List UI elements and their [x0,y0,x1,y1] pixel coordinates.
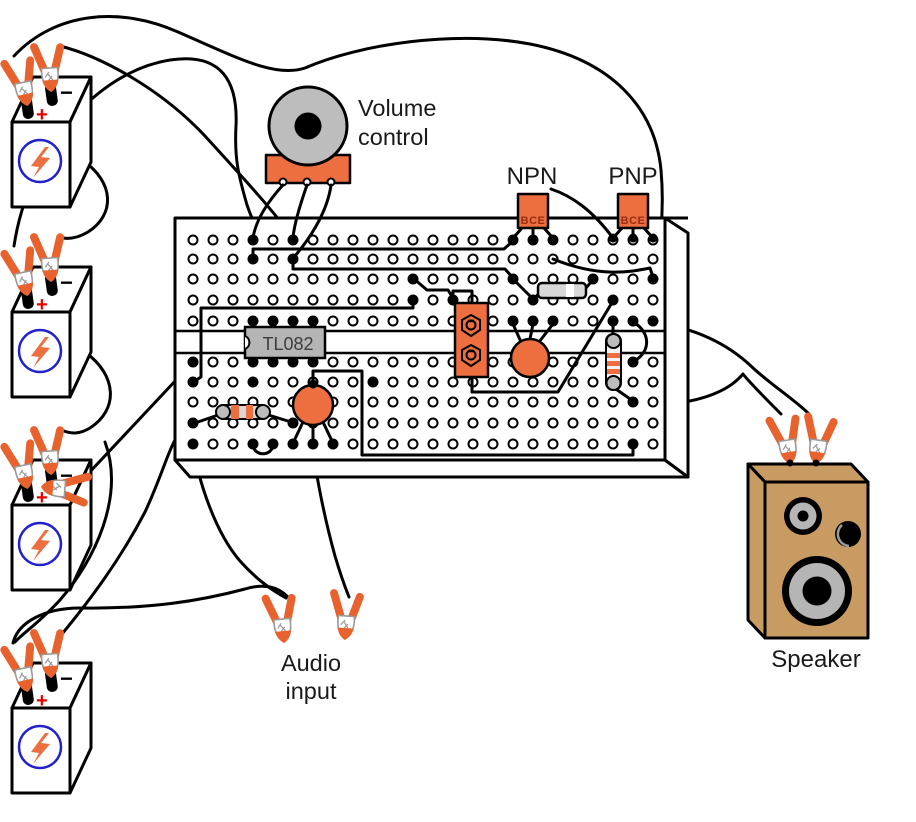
knob-center-icon [294,112,322,140]
labels: Volume control NPN PNP [358,95,658,190]
npn-label: NPN [507,163,558,190]
npn-pins-label: BCE [521,215,546,227]
resistor-gray [532,278,595,301]
wire-b1-b2 [61,158,110,240]
audio-input: Audio input [266,593,360,704]
speaker-label: Speaker [771,646,860,673]
capacitor-1 [291,383,335,443]
port-icon [835,521,861,548]
speaker: Speaker [746,416,870,673]
woofer-icon [782,556,852,626]
resistor-vertical [605,333,622,391]
wire-b4-to-audio [11,584,290,645]
wire-b4-to-board [60,422,195,636]
pnp-pins-label: BCE [621,215,646,227]
tweeter-icon [784,497,822,535]
wire-arc-top [12,15,664,279]
volume-label-2: control [358,124,429,150]
transistor-pnp: BCE [612,192,654,239]
battery-4 [4,631,91,793]
audio-input-label-1: Audio [281,650,341,676]
volume-control [251,85,352,258]
wire-b1-to-board [58,44,295,242]
component-dual-orange [453,301,490,382]
capacitor-2 [509,322,555,379]
volume-label-1: Volume [358,95,436,121]
wire-b2-b3 [62,350,112,435]
audio-input-label-2: input [286,678,337,704]
battery-pack [4,45,91,793]
battery-3 [4,428,91,590]
battery-1 [4,45,91,207]
resistor-horizontal [193,404,293,425]
junction-dots [188,233,658,449]
pnp-label: PNP [608,163,657,190]
battery-2 [4,235,91,397]
transistor-npn: BCE [512,192,554,239]
ic-label: TL082 [262,334,313,354]
ic-tl082: TL082 [243,320,327,364]
